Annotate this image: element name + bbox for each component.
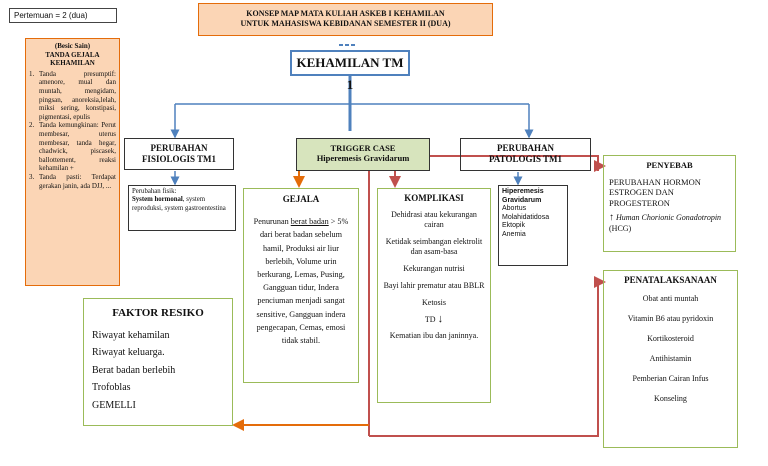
patologis-item: Abortus [502, 205, 527, 213]
faktor-item: Trofoblas [92, 382, 131, 393]
penyebab-box: PENYEBAB PERUBAHAN HORMON ESTROGEN DAN P… [603, 155, 736, 252]
header-box: KONSEP MAP MATA KULIAH ASKEB I KEHAMILAN… [198, 3, 493, 36]
trigger-title: TRIGGER CASE [330, 143, 396, 153]
faktor-item: Riwayat keluarga. [92, 347, 165, 358]
komplikasi-box: KOMPLIKASI Dehidrasi atau kekurangan cai… [377, 188, 491, 403]
trigger-subtitle: Hiperemesis Gravidarum [316, 153, 410, 163]
basic-science-box: (Besic Sain) TANDA GEJALA KEHAMILAN 1.Ta… [25, 38, 120, 286]
faktor-item: GEMELLI [92, 399, 136, 411]
basic-science-head1: (Besic Sain) [54, 42, 91, 50]
patologis-detail-box: Hiperemesis Gravidarum Abortus Molahidat… [498, 185, 568, 266]
fisiologis-box: PERUBAHAN FISIOLOGIS TM1 [124, 138, 234, 170]
fisiologis-detail-box: Perubahan fisik: System hormonal, system… [128, 185, 236, 231]
fisiologis-detail-rest: , system reproduksi, system gastroentest… [132, 196, 226, 212]
faktor-item: Berat badan berlebih [92, 364, 176, 376]
gejala-underlined: berat badan [290, 217, 329, 227]
central-box: KEHAMILAN TM 1 [290, 50, 410, 92]
fisiologis-detail-bold: System hormonal [132, 196, 183, 204]
gejala-body: Penurunan berat badan > 5% dari berat ba… [250, 215, 352, 347]
penatalaksanaan-item: Pemberian Cairan Infus [632, 374, 709, 383]
penatalaksanaan-box: PENATALAKSANAAN Obat anti muntah Vitamin… [603, 270, 738, 448]
basic-science-item: 1.Tanda presumptif: amenore, mual dan mu… [29, 69, 116, 121]
penyebab-body: PERUBAHAN HORMON ESTROGEN DAN PROGESTERO… [609, 176, 701, 208]
line-to-penatalaksanaan [369, 280, 599, 437]
gejala-post: > 5% dari berat badan sebelum hamil, Pro… [256, 217, 349, 346]
arrow-up-icon: ↑ [609, 212, 614, 223]
penatalaksanaan-item: Obat anti muntah [642, 294, 699, 303]
basic-science-item-text: Tanda presumptif: amenore, mual dan munt… [39, 69, 116, 121]
komplikasi-item: Ketosis [422, 298, 446, 307]
central-title: KEHAMILAN TM 1 [296, 55, 404, 92]
gejala-box: GEJALA Penurunan berat badan > 5% dari b… [243, 188, 359, 383]
komplikasi-title: KOMPLIKASI [404, 193, 464, 203]
komplikasi-item: Dehidrasi atau kekurangan cairan [391, 210, 477, 229]
komplikasi-item: TD [424, 315, 436, 324]
fisiologis-detail-prefix: Perubahan fisik: [132, 188, 177, 195]
basic-science-head2: TANDA GEJALA KEHAMILAN [45, 50, 100, 68]
arrow-down-icon: ↓ [437, 313, 444, 325]
komplikasi-item: Kekurangan nutrisi [403, 264, 465, 273]
fisiologis-title1: PERUBAHAN [150, 143, 208, 153]
patologis-item: Anemia [502, 230, 526, 238]
penyebab-title: PENYEBAB [646, 160, 693, 170]
gejala-title: GEJALA [282, 194, 320, 204]
patologis-item: Ektopik [502, 222, 525, 230]
basic-science-item-text: Tanda pasti: Terdapat gerakan janin, ada… [39, 172, 116, 190]
basic-science-item: 2.Tanda kemungkinan: Perut membesar, ute… [29, 121, 116, 173]
patologis-title1: PERUBAHAN [496, 143, 554, 153]
penatalaksanaan-item: Vitamin B6 atau pyridoxin [627, 314, 714, 323]
trigger-case-box: TRIGGER CASE Hiperemesis Gravidarum [296, 138, 430, 171]
header-line2: UNTUK MAHASISWA KEBIDANAN SEMESTER II (D… [240, 19, 451, 28]
penyebab-hormone: Human Chorionic Gonadotropin [616, 213, 722, 222]
patologis-box: PERUBAHAN PATOLOGIS TM1 [460, 138, 591, 171]
penatalaksanaan-item: Kortikosteroid [647, 334, 694, 343]
meeting-text: Pertemuan = 2 (dua) [14, 11, 88, 20]
header-line1: KONSEP MAP MATA KULIAH ASKEB I KEHAMILAN [246, 9, 445, 18]
faktor-title: FAKTOR RESIKO [112, 307, 204, 319]
penatalaksanaan-item: Konseling [654, 394, 687, 403]
patologis-item: Molahidatidosa [502, 213, 550, 221]
fisiologis-title2: FISIOLOGIS TM1 [141, 154, 217, 164]
patologis-bold: Hiperemesis Gravidarum [502, 188, 544, 204]
penyebab-hormone-abbr: (HCG) [609, 223, 632, 233]
penatalaksanaan-title: PENATALAKSANAAN [624, 275, 717, 285]
penatalaksanaan-item: Antihistamin [649, 354, 692, 363]
patologis-title2: PATOLOGIS TM1 [488, 154, 563, 164]
gejala-pre: Penurunan [253, 217, 291, 227]
komplikasi-item: Kematian ibu dan janinnya. [389, 331, 479, 340]
basic-science-item-text: Tanda kemungkinan: Perut membesar, uteru… [39, 121, 116, 173]
faktor-resiko-box: FAKTOR RESIKO Riwayat kehamilan Riwayat … [83, 298, 233, 426]
basic-science-item: 3.Tanda pasti: Terdapat gerakan janin, a… [29, 172, 116, 190]
meeting-label: Pertemuan = 2 (dua) [9, 8, 117, 23]
komplikasi-item: Ketidak seimbangan elektrolit dan asam-b… [385, 237, 483, 256]
faktor-item: Riwayat kehamilan [92, 329, 170, 341]
komplikasi-item: Bayi lahir prematur atau BBLR [383, 281, 485, 290]
